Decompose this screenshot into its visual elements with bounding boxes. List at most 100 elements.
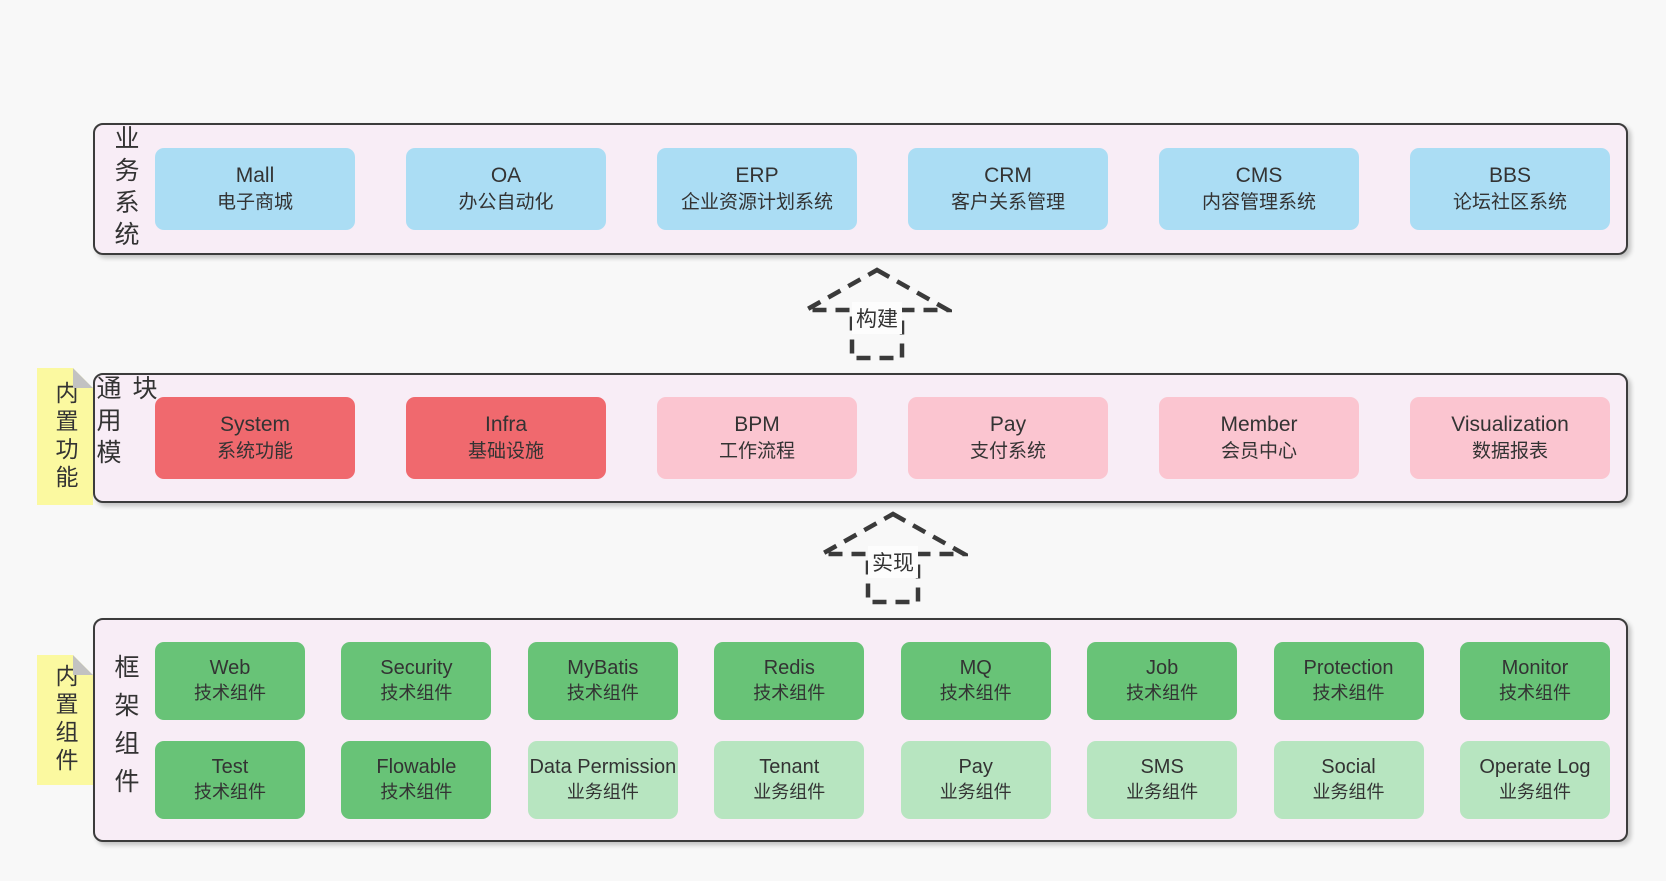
layer-label-framework-components: 框架组件	[111, 654, 139, 806]
box-title: ERP	[735, 164, 779, 187]
box-subtitle: 技术组件	[566, 682, 639, 703]
box-title: CRM	[984, 164, 1032, 187]
box-title: Protection	[1303, 657, 1394, 680]
component-box-mq: MQ 技术组件	[900, 641, 1051, 720]
box-title: Web	[209, 657, 251, 680]
box-title: Pay	[958, 756, 993, 779]
box-subtitle: 技术组件	[380, 682, 453, 703]
box-title: Job	[1145, 657, 1179, 680]
component-box-tenant: Tenant 业务组件	[714, 740, 865, 819]
box-subtitle: 技术组件	[1312, 682, 1385, 703]
box-subtitle: 业务组件	[1312, 781, 1385, 802]
box-subtitle: 业务组件	[939, 781, 1012, 802]
box-title: Monitor	[1501, 657, 1569, 680]
business-boxes-row: Mall 电子商城 OA 办公自动化 ERP 企业资源计划系统 CRM 客户关系…	[155, 125, 1626, 253]
module-box-bbs: BBS 论坛社区系统	[1410, 148, 1610, 230]
box-subtitle: 会员中心	[1220, 441, 1297, 463]
component-box-operate-log: Operate Log 业务组件	[1459, 740, 1610, 819]
box-title: MyBatis	[567, 657, 639, 680]
component-box-test: Test 技术组件	[155, 740, 305, 819]
folded-corner-icon	[73, 655, 93, 675]
box-title: Mall	[235, 164, 275, 187]
module-box-crm: CRM 客户关系管理	[908, 148, 1108, 230]
layer-label-common-modules: 通用模块	[93, 375, 157, 471]
box-title: OA	[490, 164, 522, 187]
module-box-mall: Mall 电子商城	[155, 148, 355, 230]
box-subtitle: 技术组件	[194, 781, 266, 802]
module-box-pay: Pay 支付系统	[908, 397, 1108, 479]
component-box-security: Security 技术组件	[341, 641, 492, 720]
box-title: Security	[380, 657, 453, 680]
side-tab-builtin-components: 内置组件	[37, 655, 93, 785]
box-title: Tenant	[759, 756, 820, 779]
box-subtitle: 电子商城	[216, 192, 293, 214]
side-tab-label: 内置组件	[52, 664, 78, 776]
box-title: SMS	[1140, 756, 1184, 779]
component-box-web: Web 技术组件	[155, 641, 305, 720]
box-subtitle: 基础设施	[467, 441, 544, 463]
side-tab-label: 内置功能	[52, 380, 78, 493]
component-box-data-permission: Data Permission 业务组件	[527, 740, 678, 819]
component-box-job: Job 技术组件	[1087, 641, 1238, 720]
dashed-up-arrow-icon	[818, 511, 968, 605]
box-subtitle: 业务组件	[566, 781, 639, 802]
arrow-label-implement: 实现	[868, 546, 918, 578]
box-subtitle: 业务组件	[1498, 781, 1571, 802]
box-title: MQ	[959, 657, 992, 680]
module-box-infra: Infra 基础设施	[406, 397, 606, 479]
layer-common-modules: 通用模块 System 系统功能 Infra 基础设施 BPM 工作流程 Pay…	[93, 373, 1628, 503]
box-subtitle: 业务组件	[753, 781, 826, 802]
box-title: Infra	[484, 413, 528, 436]
arrow-build-up: 构建	[802, 266, 952, 362]
box-title: BBS	[1488, 164, 1532, 187]
layer-label-business-systems: 业务系统	[111, 125, 139, 253]
dashed-up-arrow-icon	[802, 267, 952, 361]
box-subtitle: 系统功能	[216, 441, 293, 463]
box-title: Social	[1321, 756, 1376, 779]
module-box-erp: ERP 企业资源计划系统	[657, 148, 857, 230]
box-subtitle: 技术组件	[753, 682, 826, 703]
box-subtitle: 技术组件	[1126, 682, 1199, 703]
box-subtitle: 工作流程	[718, 441, 795, 463]
component-box-mybatis: MyBatis 技术组件	[527, 641, 678, 720]
box-title: Test	[211, 756, 249, 779]
box-title: System	[219, 413, 290, 436]
box-title: BPM	[734, 413, 780, 436]
box-subtitle: 客户关系管理	[950, 192, 1065, 214]
component-box-redis: Redis 技术组件	[714, 641, 865, 720]
module-box-visualization: Visualization 数据报表	[1410, 397, 1610, 479]
module-box-bpm: BPM 工作流程	[657, 397, 857, 479]
box-subtitle: 支付系统	[969, 441, 1046, 463]
component-box-social: Social 业务组件	[1273, 740, 1424, 819]
component-box-flowable: Flowable 技术组件	[341, 740, 492, 819]
box-subtitle: 论坛社区系统	[1452, 192, 1567, 214]
arrow-implement-up: 实现	[818, 510, 968, 606]
side-tab-builtin-features: 内置功能	[37, 368, 93, 505]
box-title: CMS	[1235, 164, 1283, 187]
box-title: Redis	[763, 657, 815, 680]
component-box-sms: SMS 业务组件	[1087, 740, 1238, 819]
box-subtitle: 技术组件	[1498, 682, 1571, 703]
framework-component-rows: Web 技术组件 Security 技术组件 MyBatis 技术组件 Redi…	[155, 620, 1626, 840]
common-module-boxes-row: System 系统功能 Infra 基础设施 BPM 工作流程 Pay 支付系统…	[155, 375, 1626, 501]
component-row-2: Test 技术组件 Flowable 技术组件 Data Permission …	[155, 740, 1610, 819]
component-box-monitor: Monitor 技术组件	[1459, 641, 1610, 720]
box-title: Visualization	[1451, 413, 1569, 436]
component-box-pay: Pay 业务组件	[900, 740, 1051, 819]
box-subtitle: 内容管理系统	[1201, 192, 1316, 214]
component-box-protection: Protection 技术组件	[1273, 641, 1424, 720]
box-subtitle: 业务组件	[1126, 781, 1199, 802]
box-subtitle: 数据报表	[1471, 441, 1548, 463]
box-subtitle: 技术组件	[380, 781, 453, 802]
layer-framework-components: 框架组件 Web 技术组件 Security 技术组件 MyBatis 技术组件…	[93, 618, 1628, 842]
box-title: Flowable	[376, 756, 457, 779]
module-box-cms: CMS 内容管理系统	[1159, 148, 1359, 230]
box-subtitle: 企业资源计划系统	[680, 192, 833, 214]
box-title: Pay	[989, 413, 1027, 436]
arrow-label-build: 构建	[852, 302, 902, 334]
box-subtitle: 技术组件	[939, 682, 1012, 703]
box-title: Data Permission	[529, 756, 677, 779]
module-box-system: System 系统功能	[155, 397, 355, 479]
box-title: Operate Log	[1479, 756, 1591, 779]
box-subtitle: 办公自动化	[458, 192, 554, 214]
